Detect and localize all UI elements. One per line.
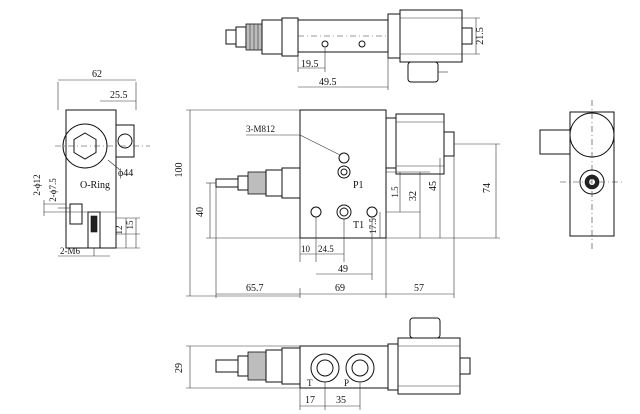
thread-3-m812-label: 3-M812 bbox=[246, 124, 275, 134]
dim-1-5: 1.5 bbox=[390, 186, 400, 198]
o-ring-label: O-Ring bbox=[80, 180, 110, 191]
port-p-label: P bbox=[344, 378, 349, 388]
dim-32: 32 bbox=[408, 191, 419, 201]
dim-74: 74 bbox=[482, 183, 493, 193]
dim-57: 57 bbox=[414, 283, 424, 294]
right-view bbox=[539, 100, 624, 250]
port-p1-label: P1 bbox=[353, 180, 364, 191]
dim-10: 10 bbox=[301, 244, 311, 254]
dim-69: 69 bbox=[335, 283, 345, 294]
dim-29: 29 bbox=[174, 363, 185, 373]
dim-19-5: 19.5 bbox=[301, 59, 319, 70]
port-t-label: T bbox=[307, 378, 313, 388]
dim-12: 12 bbox=[114, 226, 124, 235]
dim-40: 40 bbox=[195, 207, 206, 217]
dim-17: 17 bbox=[305, 395, 315, 406]
dim-45: 45 bbox=[428, 181, 439, 191]
port-t1-label: T1 bbox=[353, 220, 364, 231]
dim-21-5: 21.5 bbox=[475, 27, 486, 45]
top-view: 19.5 49.5 21.5 bbox=[225, 9, 486, 90]
dim-65-7: 65.7 bbox=[246, 283, 264, 294]
dim-49: 49 bbox=[338, 264, 348, 275]
dim-100: 100 bbox=[174, 163, 185, 178]
front-view: P1 T1 3-M812 100 40 17.5 1.5 32 45 74 bbox=[174, 109, 500, 298]
dim-35: 35 bbox=[336, 395, 346, 406]
dim-2-phi-7-5: 2-ϕ7.5 bbox=[48, 178, 58, 202]
dim-17-5: 17.5 bbox=[368, 218, 378, 234]
dim-2-phi-12: 2-ϕ12 bbox=[32, 174, 42, 195]
dim-15: 15 bbox=[125, 220, 135, 230]
dim-49-5: 49.5 bbox=[319, 77, 337, 88]
dim-24-5: 24.5 bbox=[318, 244, 334, 254]
bottom-view: T P 29 17 35 bbox=[174, 317, 471, 410]
dim-phi-44: ϕ44 bbox=[118, 168, 133, 179]
dim-2-m6: 2-M6 bbox=[60, 246, 80, 256]
dim-62: 62 bbox=[92, 69, 102, 80]
dim-25-5: 25.5 bbox=[110, 90, 128, 101]
left-view: 62 25.5 ϕ44 O-Ring 2-ϕ12 2-ϕ7.5 12 15 bbox=[32, 69, 150, 257]
